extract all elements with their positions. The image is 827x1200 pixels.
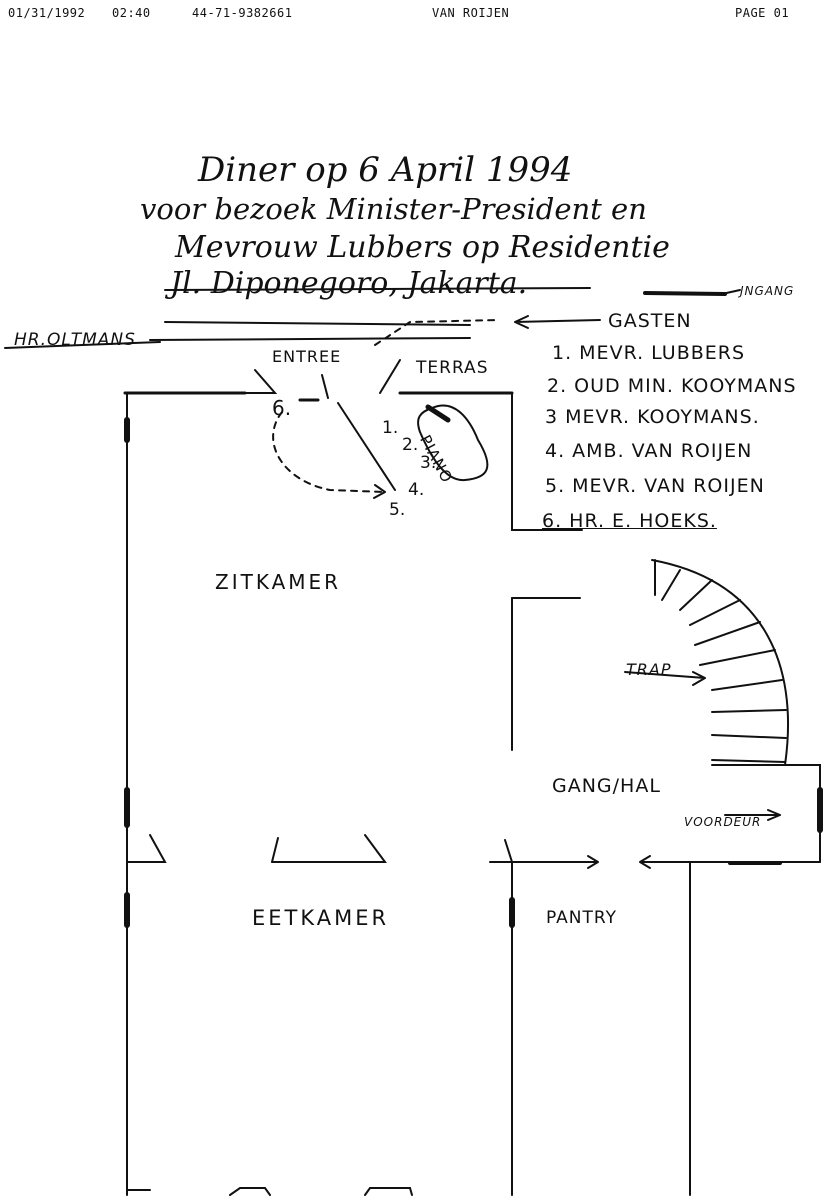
title-line-3: Mevrouw Lubbers op Residentie — [175, 230, 670, 265]
seat-number-5: 5. — [389, 500, 406, 520]
room-zitkamer: ZITKAMER — [215, 570, 342, 594]
entree-door-left — [244, 369, 278, 394]
voordeur-arrow — [724, 809, 781, 821]
guest-list-item: 5. MEVR. VAN ROIJEN — [545, 475, 765, 497]
title-underline — [164, 287, 591, 291]
room-eetkamer: EETKAMER — [252, 906, 390, 930]
hal-outer-wall — [711, 764, 821, 863]
fax-phone: 44-71-9382661 — [192, 6, 293, 20]
label-gasten: GASTEN — [608, 310, 692, 332]
label-terras: TERRAS — [416, 358, 489, 378]
seat-number-4: 4. — [408, 480, 425, 500]
trap-arrow — [624, 671, 706, 686]
stair-outer — [651, 559, 789, 766]
jngang-arrow — [721, 289, 741, 295]
fax-sender: VAN ROIJEN — [432, 6, 510, 20]
fax-date: 01/31/1992 — [8, 6, 86, 20]
label-entree: ENTREE — [272, 347, 342, 366]
title-line-1: Diner op 6 April 1994 — [198, 150, 573, 190]
terras-door — [379, 359, 401, 394]
pantry-arrow — [511, 855, 599, 869]
gasten-arrow — [514, 315, 601, 329]
guest-list-item: 1. MEVR. LUBBERS — [552, 342, 746, 364]
oltmans-line — [4, 341, 161, 349]
seat-number-6: 6. — [272, 396, 292, 420]
label-jngang: JNGANG — [740, 284, 795, 298]
title-line-4: Jl. Diponegoro, Jakarta. — [170, 266, 528, 301]
guest-line-lower — [149, 337, 471, 341]
label-voordeur: VOORDEUR — [684, 815, 762, 829]
fax-time: 02:40 — [112, 6, 151, 20]
guest-path-dashed — [374, 319, 501, 346]
seat-number-1: 1. — [382, 418, 399, 438]
entree-arrow — [321, 374, 329, 399]
middle-wall-door — [271, 834, 387, 863]
piano-shape — [417, 404, 489, 482]
guest-list-item: 3 MEVR. KOOYMANS. — [545, 406, 760, 428]
jngang-door — [643, 291, 727, 296]
right-wall-upper — [511, 392, 583, 531]
room-pantry: PANTRY — [546, 908, 618, 928]
seat-number-3: 3. — [420, 453, 437, 473]
middle-wall-right — [489, 839, 514, 863]
room-gang-hal: GANG/HAL — [552, 775, 661, 797]
path-to-4 — [337, 402, 396, 491]
title-line-2: voor bezoek Minister-President en — [140, 192, 647, 226]
middle-wall-left — [126, 834, 167, 863]
seat-number-2: 2. — [402, 435, 419, 455]
guest-line-upper — [164, 321, 471, 326]
guest-list-item: 6. HR. E. HOEKS. — [542, 510, 717, 532]
guest-list-item: 4. AMB. VAN ROIJEN — [545, 440, 753, 462]
guest-list-item: 2. OUD MIN. KOOYMANS — [547, 375, 797, 397]
path-dashed-to-5 — [272, 411, 386, 493]
fax-page: PAGE 01 — [735, 6, 790, 20]
label-trap: TRAP — [626, 660, 672, 679]
label-hr-oltmans: HR.OLTMANS — [14, 330, 136, 350]
